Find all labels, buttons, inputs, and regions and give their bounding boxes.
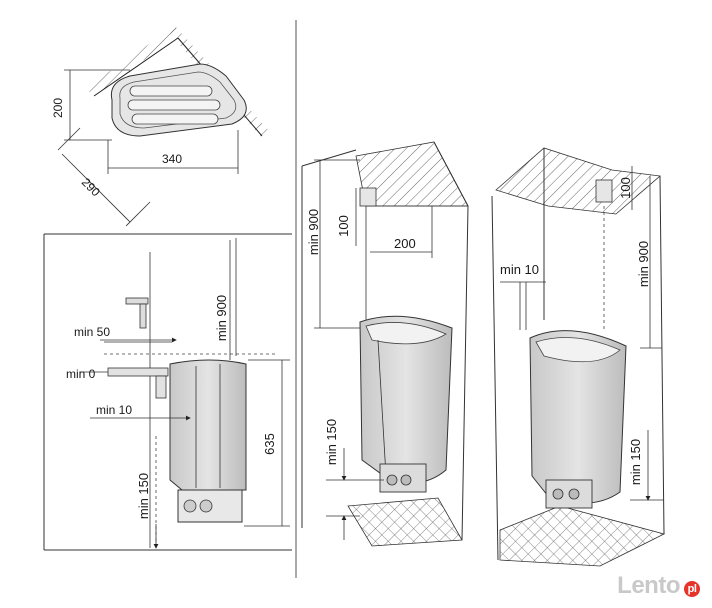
top-view: 200 340 290 [51,26,270,227]
lento-watermark: Lento pl [617,572,700,600]
label-min-900-side: min 900 [214,295,229,341]
side-view: min 50 min 0 min 10 min 900 min 150 635 [43,233,292,551]
label-min-900-left: min 900 [306,209,321,255]
label-min-150-right: min 150 [628,439,643,485]
label-min-50: min 50 [74,325,110,339]
watermark-brand: Lento [617,572,680,599]
label-200-left: 200 [394,236,416,251]
perspective-right-view: min 10 100 min 900 min 150 [491,147,666,567]
label-min-0: min 0 [66,367,96,381]
label-min-150-side: min 150 [136,473,151,519]
heater-side-body [169,359,247,491]
label-min-10: min 10 [96,403,132,417]
label-min-150-left: min 150 [324,419,339,465]
dim-340: 340 [162,152,182,166]
label-min-10-right: min 10 [500,262,539,277]
dim-200: 200 [51,98,65,118]
label-100-left: 100 [336,215,351,237]
label-min-900-right: min 900 [636,241,651,287]
label-100-right: 100 [618,177,633,199]
watermark-suffix-badge: pl [684,581,700,597]
label-635: 635 [262,433,277,455]
dim-290: 290 [79,175,103,199]
perspective-left-view: min 900 100 200 min 150 [301,141,469,547]
wall-hatch-left [86,26,180,96]
